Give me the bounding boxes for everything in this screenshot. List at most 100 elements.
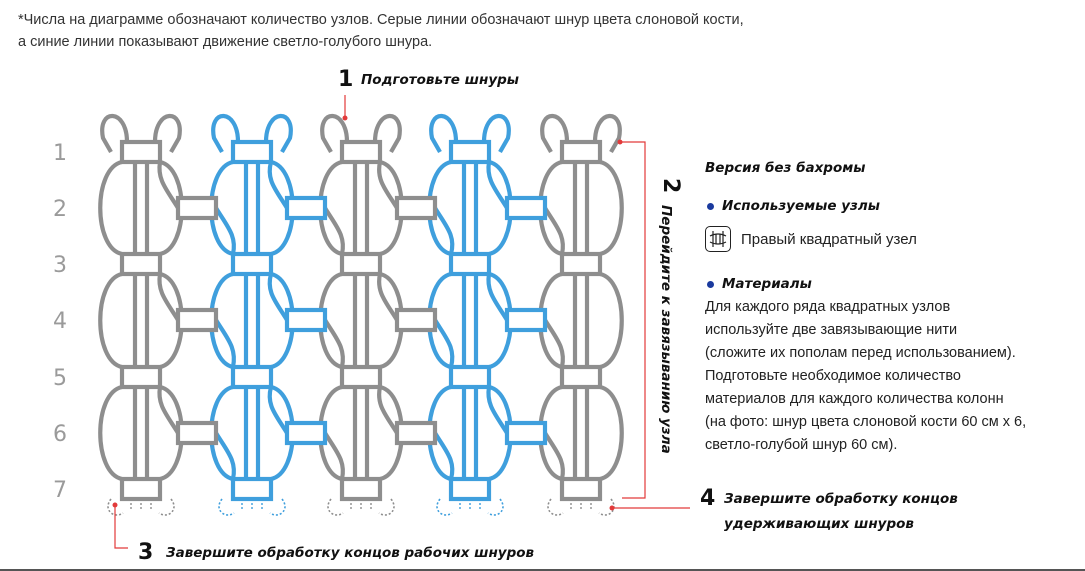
square-knot [339, 139, 383, 165]
end-finish [459, 503, 481, 511]
diagonal-cord [267, 386, 289, 435]
knot-item: Правый квадратный узел [705, 226, 1080, 252]
square-knot [119, 139, 163, 165]
square-knot [339, 476, 383, 502]
diagonal-cord [157, 161, 180, 210]
end-finish [436, 498, 453, 516]
row-number: 5 [53, 366, 67, 391]
diagonal-cord [377, 273, 399, 322]
outer-arc [98, 271, 123, 370]
end-finish [487, 498, 504, 516]
end-finish [158, 498, 175, 516]
step3-label: Завершите обработку концов рабочих шнуро… [166, 545, 535, 561]
diagonal-cord [433, 206, 455, 255]
row-number: 7 [53, 478, 67, 503]
diagonal-cord [543, 318, 565, 368]
materials-line: (на фото: шнур цвета слоновой кости 60 с… [705, 414, 1027, 430]
square-knot [448, 251, 492, 277]
row-number: 1 [53, 141, 67, 166]
diagonal-cord [214, 206, 236, 255]
square-knot [284, 307, 328, 333]
square-knot [504, 420, 548, 446]
materials-heading-label: Материалы [722, 276, 812, 292]
materials-line: (сложите их пополам перед использованием… [705, 345, 1016, 361]
bullet-dot-icon [707, 202, 714, 210]
knot-column [98, 113, 184, 516]
square-knot [119, 476, 163, 502]
diagonal-cord [267, 273, 289, 322]
step1-number: 1 [338, 67, 353, 92]
end-finish [570, 503, 592, 511]
diagonal-cord [543, 431, 565, 480]
top-loop [592, 113, 622, 154]
bullet-dot-icon [707, 280, 714, 288]
diagonal-cord [214, 431, 236, 480]
outer-arc [98, 384, 123, 482]
end-finish [327, 498, 344, 516]
square-knot [119, 364, 163, 390]
diagonal-cord [486, 386, 509, 435]
top-loop [320, 113, 350, 154]
knot-column [209, 113, 295, 516]
square-knot [448, 139, 492, 165]
leader-dot-step4 [609, 505, 615, 511]
diagonal-cord [157, 386, 180, 435]
diagonal-cord [543, 206, 565, 255]
leader-line-step3 [114, 505, 128, 549]
square-knot [175, 307, 219, 333]
square-knot [448, 476, 492, 502]
top-loop [100, 113, 130, 154]
end-finish [350, 503, 372, 511]
knots-heading: Используемые узлы [705, 198, 1080, 214]
square-knot [559, 364, 603, 390]
note-line-1: *Числа на диаграмме обозначают количеств… [18, 12, 744, 28]
square-knot [559, 476, 603, 502]
outer-arc [599, 159, 624, 257]
knot-column [427, 113, 513, 516]
knot-grid [98, 113, 624, 516]
materials-heading: Материалы [705, 276, 1080, 292]
top-loop [429, 113, 459, 154]
materials-line: светло-голубой шнур 60 см). [705, 437, 898, 453]
leader-line-step2 [620, 141, 646, 499]
square-knot [175, 195, 219, 221]
materials-line: используйте две завязывающие нити [705, 322, 958, 338]
square-knot-icon [705, 226, 731, 252]
materials-text: Для каждого ряда квадратных узлов исполь… [705, 296, 1080, 457]
leader-dot-step2 [617, 139, 623, 145]
end-finish [107, 498, 124, 516]
materials-line: Подготовьте необходимое количество [705, 368, 961, 384]
note-line-2: а синие линии показывают движение светло… [18, 34, 433, 50]
leader-dot-step3 [112, 502, 118, 508]
knot-name: Правый квадратный узел [741, 230, 917, 248]
top-loop [372, 113, 402, 154]
square-knot [339, 251, 383, 277]
diagonal-cord [267, 161, 289, 210]
square-knot [559, 139, 603, 165]
materials-line: Для каждого ряда квадратных узлов [705, 299, 951, 315]
materials-line: материалов для каждого количества колонн [705, 391, 1004, 407]
outer-arc [98, 159, 123, 257]
square-knot [284, 420, 328, 446]
top-loop [540, 113, 570, 154]
diagonal-cord [323, 431, 345, 480]
square-knot [230, 251, 274, 277]
top-loop [263, 113, 293, 154]
end-finish [218, 498, 235, 516]
diagonal-cord [377, 161, 399, 210]
end-finish [598, 498, 615, 516]
diagonal-cord [433, 431, 455, 480]
square-knot [284, 195, 328, 221]
square-knot [394, 307, 438, 333]
diagonal-cord [486, 161, 509, 210]
top-loop [481, 113, 511, 154]
square-knot [175, 420, 219, 446]
leader-dot-step1 [342, 115, 348, 121]
diagonal-cord [214, 318, 236, 368]
square-knot [559, 251, 603, 277]
step2-number: 2 [658, 178, 683, 193]
square-knot [448, 364, 492, 390]
leader-dots [112, 115, 623, 511]
